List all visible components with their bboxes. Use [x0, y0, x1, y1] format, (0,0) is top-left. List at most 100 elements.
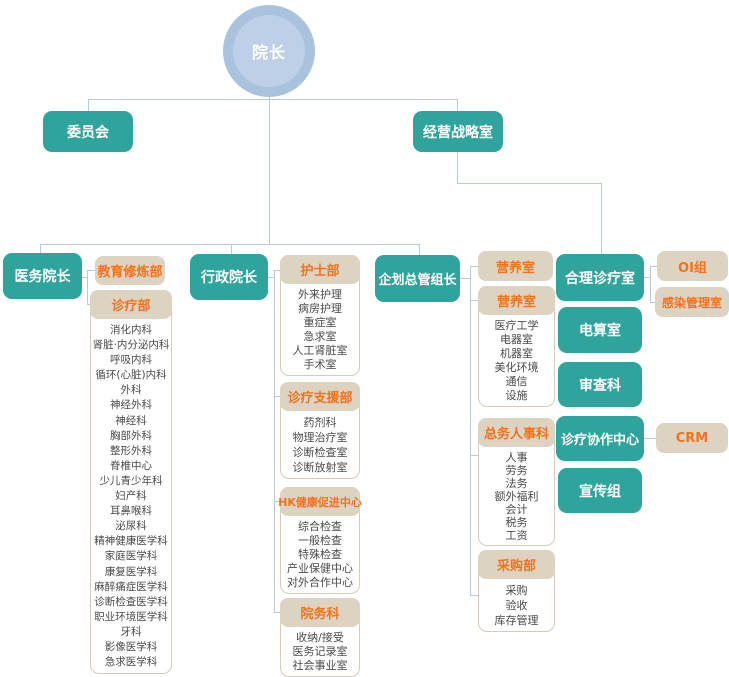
list-item: 家庭医学科 [104, 550, 158, 563]
node-rational-clinic-office: 合理诊疗室 [556, 254, 644, 301]
list-item: 设施 [505, 389, 528, 402]
group-support-dept: 诊疗支援部 药剂科物理治疗室诊断检查室诊断放射室 [280, 382, 360, 479]
list-item: 急求医学科 [104, 656, 158, 669]
list-item: 人事 [505, 451, 528, 464]
group-header: 总务人事科 [478, 418, 555, 447]
list-item: 劳务 [505, 464, 528, 477]
connector [457, 152, 458, 183]
node-director-label: 院长 [233, 15, 305, 87]
connector [269, 97, 270, 245]
list-item: 妇产科 [115, 490, 147, 503]
group-header: 诊疗部 [90, 290, 172, 319]
group-header: HK健康促进中心 [278, 487, 362, 516]
connector [231, 244, 232, 255]
list-item: 对外合作中心 [287, 576, 353, 589]
list-item: 美化环境 [494, 361, 539, 374]
group-header: 院务科 [280, 598, 360, 627]
node-director-circle: 院长 [223, 5, 315, 97]
connector [274, 396, 281, 397]
list-item: 社会事业室 [292, 659, 348, 672]
list-item: 诊断放射室 [292, 461, 348, 474]
list-item: 电器室 [500, 333, 533, 346]
connector [87, 270, 88, 305]
list-item: 手术室 [303, 358, 337, 371]
connector [457, 99, 458, 112]
connector [82, 277, 88, 278]
list-item: 医务记录室 [292, 645, 348, 658]
node-infection-control: 感染管理室 [655, 287, 729, 317]
connector [419, 244, 420, 256]
node-computing-room: 电算室 [558, 307, 642, 353]
node-cooperation-center: 诊疗协作中心 [556, 416, 644, 461]
list-item: 验收 [505, 599, 528, 612]
list-item: 外来护理 [298, 288, 342, 301]
list-item: 少儿青少年科 [99, 474, 163, 487]
group-list: 药剂科物理治疗室诊断检查室诊断放射室 [281, 411, 359, 478]
node-education-dept: 教育修炼部 [95, 256, 165, 285]
node-strategy-office: 经营战略室 [413, 111, 503, 152]
group-header: 营养室 [478, 286, 555, 315]
connector [650, 266, 658, 267]
node-planning-chief: 企划总管组长 [375, 255, 460, 302]
connector [88, 99, 89, 112]
list-item: 职业环境医学科 [94, 610, 168, 623]
list-item: 收纳/接受 [296, 631, 344, 644]
list-item: 泌尿科 [115, 520, 147, 533]
group-list: 采购验收库存管理 [479, 579, 554, 631]
list-item: 采购 [505, 584, 528, 597]
list-item: 康复医学科 [104, 565, 158, 578]
group-list: 综合检查一般检查特殊检查产业保健中心对外合作中心 [281, 516, 359, 593]
connector [457, 183, 601, 184]
connector [470, 455, 479, 456]
connector [650, 302, 656, 303]
list-item: 重症室 [303, 316, 337, 329]
list-item: 耳鼻喉科 [110, 505, 152, 518]
list-item: 物理治疗室 [292, 431, 348, 444]
list-item: 外科 [120, 384, 142, 397]
list-item: 病房护理 [298, 302, 342, 315]
list-item: 税务 [505, 516, 528, 529]
list-item: 产业保健中心 [287, 562, 353, 575]
list-item: 通信 [505, 375, 528, 388]
list-item: 牙科 [120, 625, 142, 638]
list-item: 神经外科 [110, 399, 152, 412]
group-list: 消化内科肾脏·内分泌内科呼吸内科循环(心脏)内科外科神经外科神经科胸部外科整形外… [91, 319, 171, 673]
group-list: 医疗工学电器室机器室美化环境通信设施 [479, 315, 554, 406]
group-list: 收纳/接受医务记录室社会事业室 [281, 627, 359, 676]
connector [274, 501, 281, 502]
group-header: 护士部 [280, 255, 360, 284]
group-list: 外来护理病房护理重症室急求室人工肾脏室手术室 [281, 284, 359, 375]
list-item: 特殊检查 [298, 548, 342, 561]
connector [274, 270, 281, 271]
list-item: 脊椎中心 [110, 459, 152, 472]
group-hospital-affairs: 院务科 收纳/接受医务记录室社会事业室 [280, 598, 360, 677]
group-clinic-dept: 诊疗部 消化内科肾脏·内分泌内科呼吸内科循环(心脏)内科外科神经外科神经科胸部外… [90, 290, 172, 675]
node-nutrition-room-1: 营养室 [478, 251, 553, 281]
node-committee: 委员会 [43, 111, 133, 152]
connector [644, 438, 656, 439]
list-item: 循环(心脏)内科 [95, 369, 167, 382]
list-item: 呼吸内科 [110, 354, 152, 367]
connector [650, 266, 651, 303]
list-item: 精神健康医学科 [94, 535, 168, 548]
connector [274, 612, 281, 613]
list-item: 工资 [505, 529, 528, 542]
connector [87, 304, 92, 305]
list-item: 法务 [505, 477, 528, 490]
group-general-hr: 总务人事科 人事劳务法务额外福利会计税务工资 [478, 418, 555, 546]
list-item: 影像医学科 [104, 640, 158, 653]
list-item: 整形外科 [110, 444, 152, 457]
node-admin-director: 行政院长 [190, 254, 268, 300]
group-header: 采购部 [478, 550, 555, 579]
list-item: 人工肾脏室 [292, 344, 348, 357]
connector [40, 244, 41, 254]
group-hk-center: HK健康促进中心 综合检查一般检查特殊检查产业保健中心对外合作中心 [278, 487, 362, 594]
list-item: 胸部外科 [110, 429, 152, 442]
node-medical-director: 医务院长 [3, 253, 82, 299]
connector [460, 278, 470, 279]
connector [268, 277, 274, 278]
connector [40, 244, 419, 245]
connector [644, 277, 650, 278]
list-item: 诊断检查室 [292, 446, 348, 459]
